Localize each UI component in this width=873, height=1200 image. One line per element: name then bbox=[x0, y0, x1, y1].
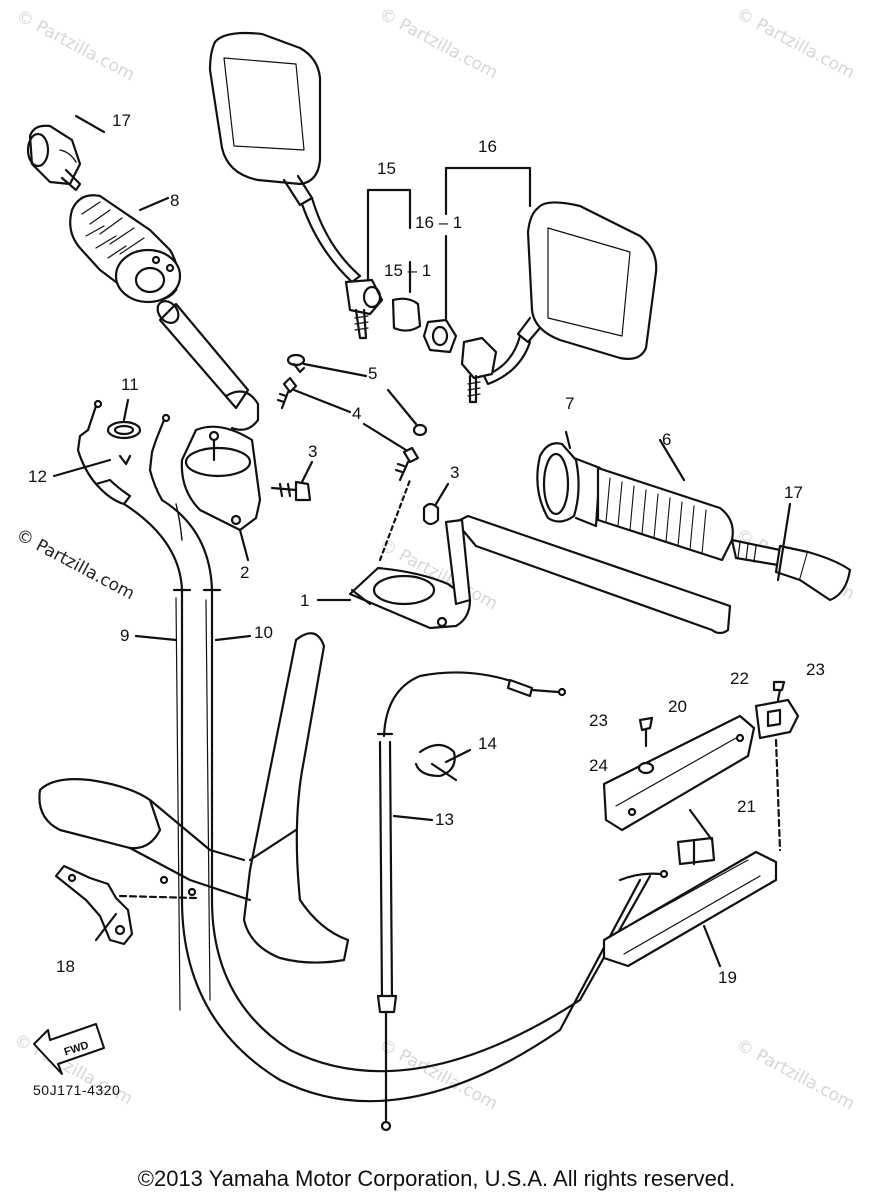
right-mirror bbox=[460, 201, 658, 404]
callout-20: 20 bbox=[668, 697, 687, 716]
callout-24: 24 bbox=[589, 756, 608, 775]
fwd-arrow-icon: FWD bbox=[33, 1023, 105, 1075]
cable-guide-assembly bbox=[602, 680, 800, 968]
right-grip bbox=[536, 430, 734, 562]
throttle-cables bbox=[94, 478, 652, 1103]
callout-9: 9 bbox=[120, 626, 130, 645]
callout-23: 23 bbox=[589, 711, 608, 730]
choke-cable bbox=[376, 671, 567, 1132]
callout-7: 7 bbox=[565, 394, 575, 413]
callout-8: 8 bbox=[170, 191, 180, 210]
callout-11: 11 bbox=[121, 375, 139, 394]
bracket-15 bbox=[366, 188, 422, 332]
callout-12: 12 bbox=[28, 467, 47, 486]
callout-1: 1 bbox=[300, 591, 310, 610]
callout-17: 17 bbox=[784, 483, 803, 502]
left-mirror bbox=[208, 31, 384, 340]
callout-23: 23 bbox=[806, 660, 825, 679]
bar-end-weight-right bbox=[730, 502, 852, 602]
copyright-notice: ©2013 Yamaha Motor Corporation, U.S.A. A… bbox=[137, 1166, 736, 1191]
throttle-grip bbox=[69, 194, 182, 304]
cable-fittings-11-12 bbox=[52, 398, 171, 502]
bracket-16 bbox=[422, 166, 532, 354]
fasteners-4-5 bbox=[276, 353, 428, 482]
right-handlebar bbox=[316, 478, 732, 635]
callout-14: 14 bbox=[478, 734, 497, 753]
callout-15-1: 15 – 1 bbox=[384, 261, 432, 280]
callout-15: 15 bbox=[377, 159, 396, 178]
callout-4: 4 bbox=[352, 404, 362, 423]
diagram-part-code: 50J171-4320 bbox=[33, 1082, 121, 1098]
callout-21: 21 bbox=[737, 797, 756, 816]
callout-22: 22 bbox=[730, 669, 749, 688]
callout-16: 16 bbox=[478, 137, 497, 156]
callout-3: 3 bbox=[450, 463, 460, 482]
callout-3: 3 bbox=[308, 442, 318, 461]
callout-17: 17 bbox=[112, 111, 131, 130]
callout-2: 2 bbox=[240, 563, 250, 582]
callout-6: 6 bbox=[662, 430, 672, 449]
callout-5: 5 bbox=[368, 364, 378, 383]
callout-18: 18 bbox=[56, 957, 75, 976]
bracket-18 bbox=[54, 864, 198, 946]
callout-16-1: 16 – 1 bbox=[415, 213, 463, 232]
left-handlebar bbox=[156, 300, 262, 562]
bolt-3 bbox=[270, 460, 450, 526]
callout-10: 10 bbox=[254, 623, 273, 642]
clamp-14 bbox=[414, 743, 472, 782]
callout-13: 13 bbox=[435, 810, 454, 829]
bar-end-weight-left bbox=[26, 114, 106, 192]
callout-19: 19 bbox=[718, 968, 737, 987]
frame-silhouette bbox=[38, 632, 350, 964]
